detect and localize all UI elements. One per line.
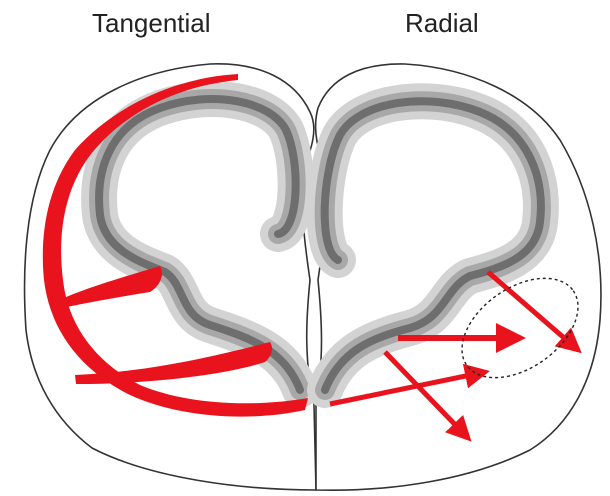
brain-section-diagram <box>0 0 610 496</box>
